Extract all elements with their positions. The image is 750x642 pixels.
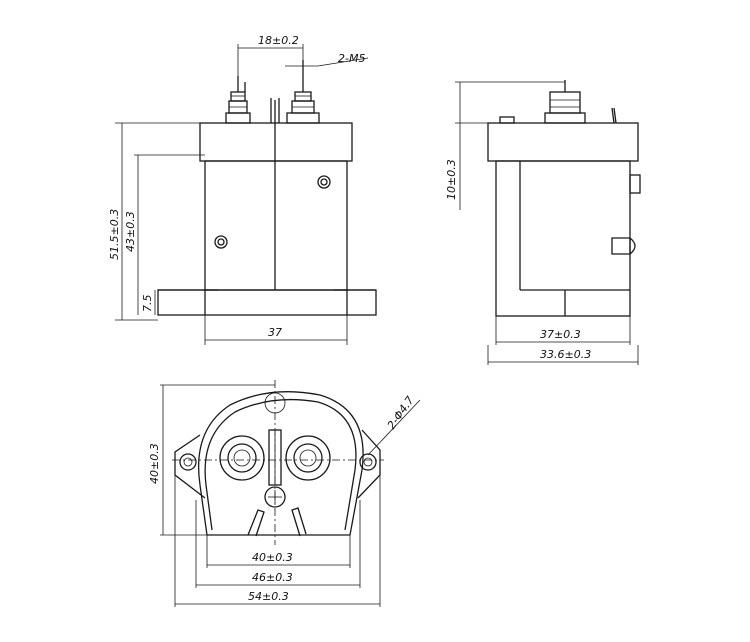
side-view: 10±0.3 37±0.3 33.6±0.3 xyxy=(445,80,641,365)
width-overall-label: 54±0.3 xyxy=(248,590,289,603)
width-mid-label: 46±0.3 xyxy=(252,571,293,584)
total-height-label: 51.5±0.3 xyxy=(108,209,121,260)
flange-height-label: 7.5 xyxy=(141,295,154,313)
width-inner-label: 40±0.3 xyxy=(252,551,293,564)
body-depth-label: 37±0.3 xyxy=(540,328,581,341)
terminal-spacing-label: 18±0.2 xyxy=(258,34,299,47)
body-height-label: 43±0.3 xyxy=(124,211,137,252)
front-view: 18±0.2 2-M5 51.5±0.3 43±0.3 7.5 37 xyxy=(108,34,377,345)
terminal-thread-label: 2-M5 xyxy=(338,52,365,65)
bottom-view: 2-Φ4.7 40±0.3 40±0.3 46±0.3 54±0.3 xyxy=(148,380,421,607)
base-depth-label: 33.6±0.3 xyxy=(540,348,591,361)
terminal-height-label: 10±0.3 xyxy=(445,159,458,200)
body-width-label: 37 xyxy=(268,326,282,339)
bottom-height-label: 40±0.3 xyxy=(148,443,161,484)
left-terminal xyxy=(225,76,251,124)
mount-hole-label: 2-Φ4.7 xyxy=(385,394,417,432)
